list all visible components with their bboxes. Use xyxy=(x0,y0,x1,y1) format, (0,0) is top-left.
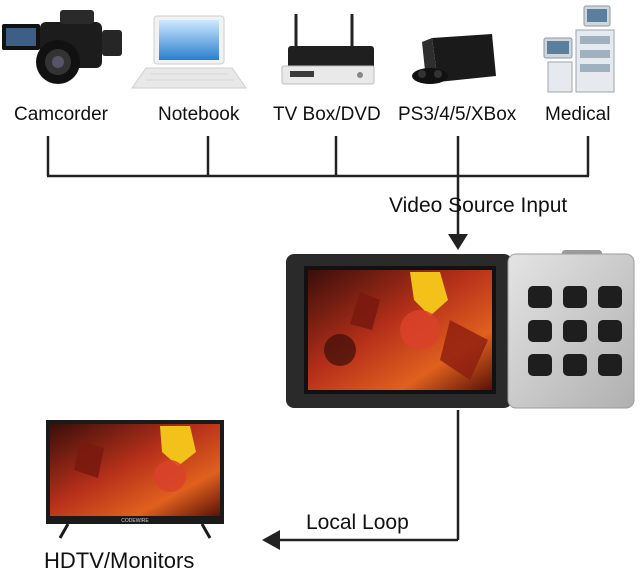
video-input-arrow xyxy=(448,176,468,250)
local-loop-label: Local Loop xyxy=(306,511,409,534)
local-loop-arrow xyxy=(262,410,460,550)
video-source-input-label: Video Source Input xyxy=(389,194,568,217)
source-connectors xyxy=(46,136,590,178)
source-label-tv-box: TV Box/DVD xyxy=(273,104,381,125)
capture-device xyxy=(286,250,635,409)
tv-brand: CODEWIRE xyxy=(121,518,149,524)
device-button-grid xyxy=(528,286,622,376)
source-label-camcorder: Camcorder xyxy=(14,104,108,125)
game-console-icon xyxy=(412,34,496,84)
device-screen xyxy=(308,270,492,390)
source-label-notebook: Notebook xyxy=(158,104,240,125)
medical-equipment-icon xyxy=(543,5,615,93)
hdtv-icon: CODEWIRE xyxy=(46,420,224,539)
tv-box-icon xyxy=(281,14,375,85)
source-label-game-console: PS3/4/5/XBox xyxy=(398,104,517,125)
camcorder-icon xyxy=(2,10,122,84)
hdtv-monitors-label: HDTV/Monitors xyxy=(44,548,195,573)
source-label-medical: Medical xyxy=(545,104,611,125)
notebook-icon xyxy=(131,15,247,89)
